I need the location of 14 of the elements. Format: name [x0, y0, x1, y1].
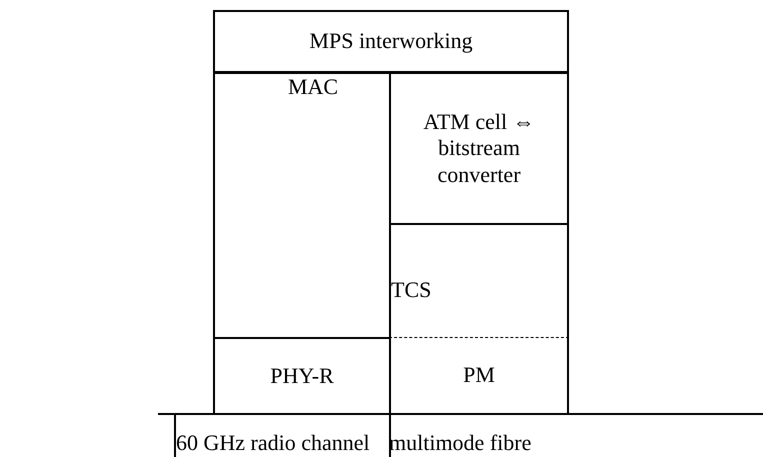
layer-label: MPS interworking — [309, 28, 473, 55]
layer-box — [389, 72, 569, 225]
layer-label: MAC — [288, 74, 338, 100]
layer-label: PHY-R — [270, 362, 334, 390]
layer-box — [213, 10, 569, 73]
layer-label: 60 GHz radio channel — [176, 430, 370, 456]
layer-box — [389, 337, 569, 415]
medium-box — [158, 413, 391, 457]
layer-box — [389, 223, 569, 339]
layer-label: ATM cell ⇔ bitstream converter — [422, 108, 536, 188]
layer-box — [213, 72, 391, 339]
layer-label: TCS — [391, 276, 432, 304]
layer-label: PM — [463, 362, 495, 389]
layer-label: multimode fibre — [389, 430, 532, 456]
